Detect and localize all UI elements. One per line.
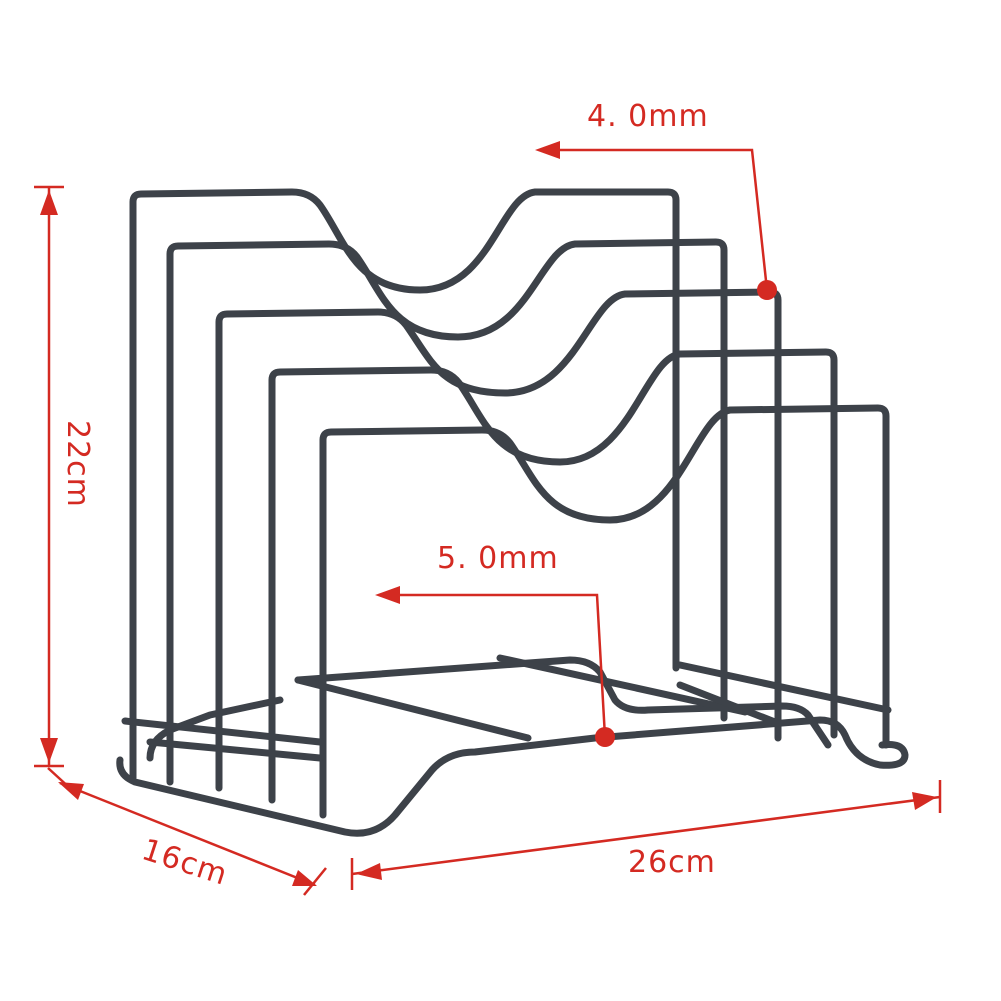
rack-crossbar-1 (121, 717, 324, 746)
top-wire-callout (535, 141, 777, 300)
depth-label: 16cm (138, 832, 232, 892)
rack-crossbar-2 (146, 738, 324, 762)
top-wire-label: 4. 0mm (587, 99, 709, 134)
rack-base-back (294, 656, 832, 749)
width-label: 26cm (628, 845, 716, 880)
rack-runner-4 (676, 681, 779, 726)
width-dimension (350, 780, 942, 890)
depth-dimension (47, 767, 327, 896)
rack-divider-1 (129, 188, 680, 782)
height-label: 22cm (60, 420, 95, 508)
rack-divider-2 (166, 238, 728, 786)
height-dimension (34, 185, 64, 768)
rack-runner-1 (294, 676, 532, 742)
rack-divider-3 (215, 288, 782, 792)
rack-base-front (116, 716, 909, 837)
rack-base-left (146, 696, 284, 762)
base-wire-label: 5. 0mm (437, 541, 559, 576)
dimension-lines (34, 141, 942, 896)
rack-divider-5 (319, 404, 890, 819)
rack-runner-3 (676, 661, 892, 714)
wire-rack (116, 188, 909, 837)
base-wire-callout (375, 586, 615, 747)
rack-runner-2 (496, 654, 749, 716)
dimension-labels: 4. 0mm 5. 0mm 22cm 16cm 26cm (60, 99, 716, 893)
rack-divider-4 (268, 348, 838, 804)
top-wire-marker (757, 280, 777, 300)
base-wire-marker (595, 727, 615, 747)
